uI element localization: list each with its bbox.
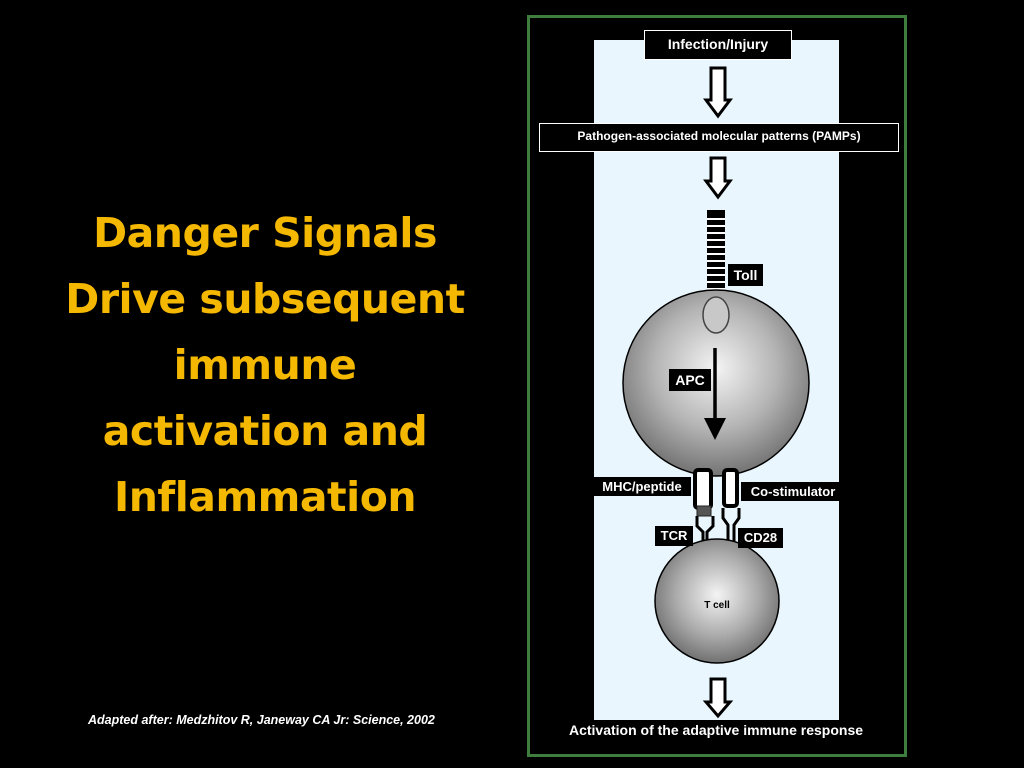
pamps-label: Pathogen-associated molecular patterns (… xyxy=(539,123,899,152)
title-line: Drive subsequent xyxy=(65,275,465,323)
title-line: Danger Signals xyxy=(93,209,437,257)
co-stimulator-label: Co-stimulator xyxy=(741,482,845,501)
tcr-label: TCR xyxy=(655,526,693,546)
toll-label: Toll xyxy=(728,264,763,286)
t-cell-label: T cell xyxy=(704,600,730,611)
activation-label: Activation of the adaptive immune respon… xyxy=(536,720,896,740)
t-cell xyxy=(654,538,780,664)
toll-bulb xyxy=(702,296,730,334)
peptide xyxy=(696,505,712,517)
co-stimulator-molecule xyxy=(722,468,739,508)
apc-label: APC xyxy=(669,369,711,391)
title-line: activation and xyxy=(102,407,428,455)
arrow-down-1 xyxy=(703,66,733,119)
signal-arrow xyxy=(704,348,726,440)
title-line: immune xyxy=(173,341,357,389)
mhc-peptide-label: MHC/peptide xyxy=(593,477,691,496)
arrow-down-2 xyxy=(703,156,733,200)
infection-injury-label: Infection/Injury xyxy=(644,30,792,60)
title-line: Inflammation xyxy=(113,473,417,521)
toll-receptor xyxy=(707,210,725,300)
mhc-molecule xyxy=(693,468,713,510)
citation: Adapted after: Medzhitov R, Janeway CA J… xyxy=(88,713,435,727)
arrow-down-3 xyxy=(702,677,734,719)
cd28-receptor xyxy=(721,508,741,548)
cd28-label: CD28 xyxy=(738,528,783,548)
slide-title: Danger Signals Drive subsequent immune a… xyxy=(30,200,500,530)
